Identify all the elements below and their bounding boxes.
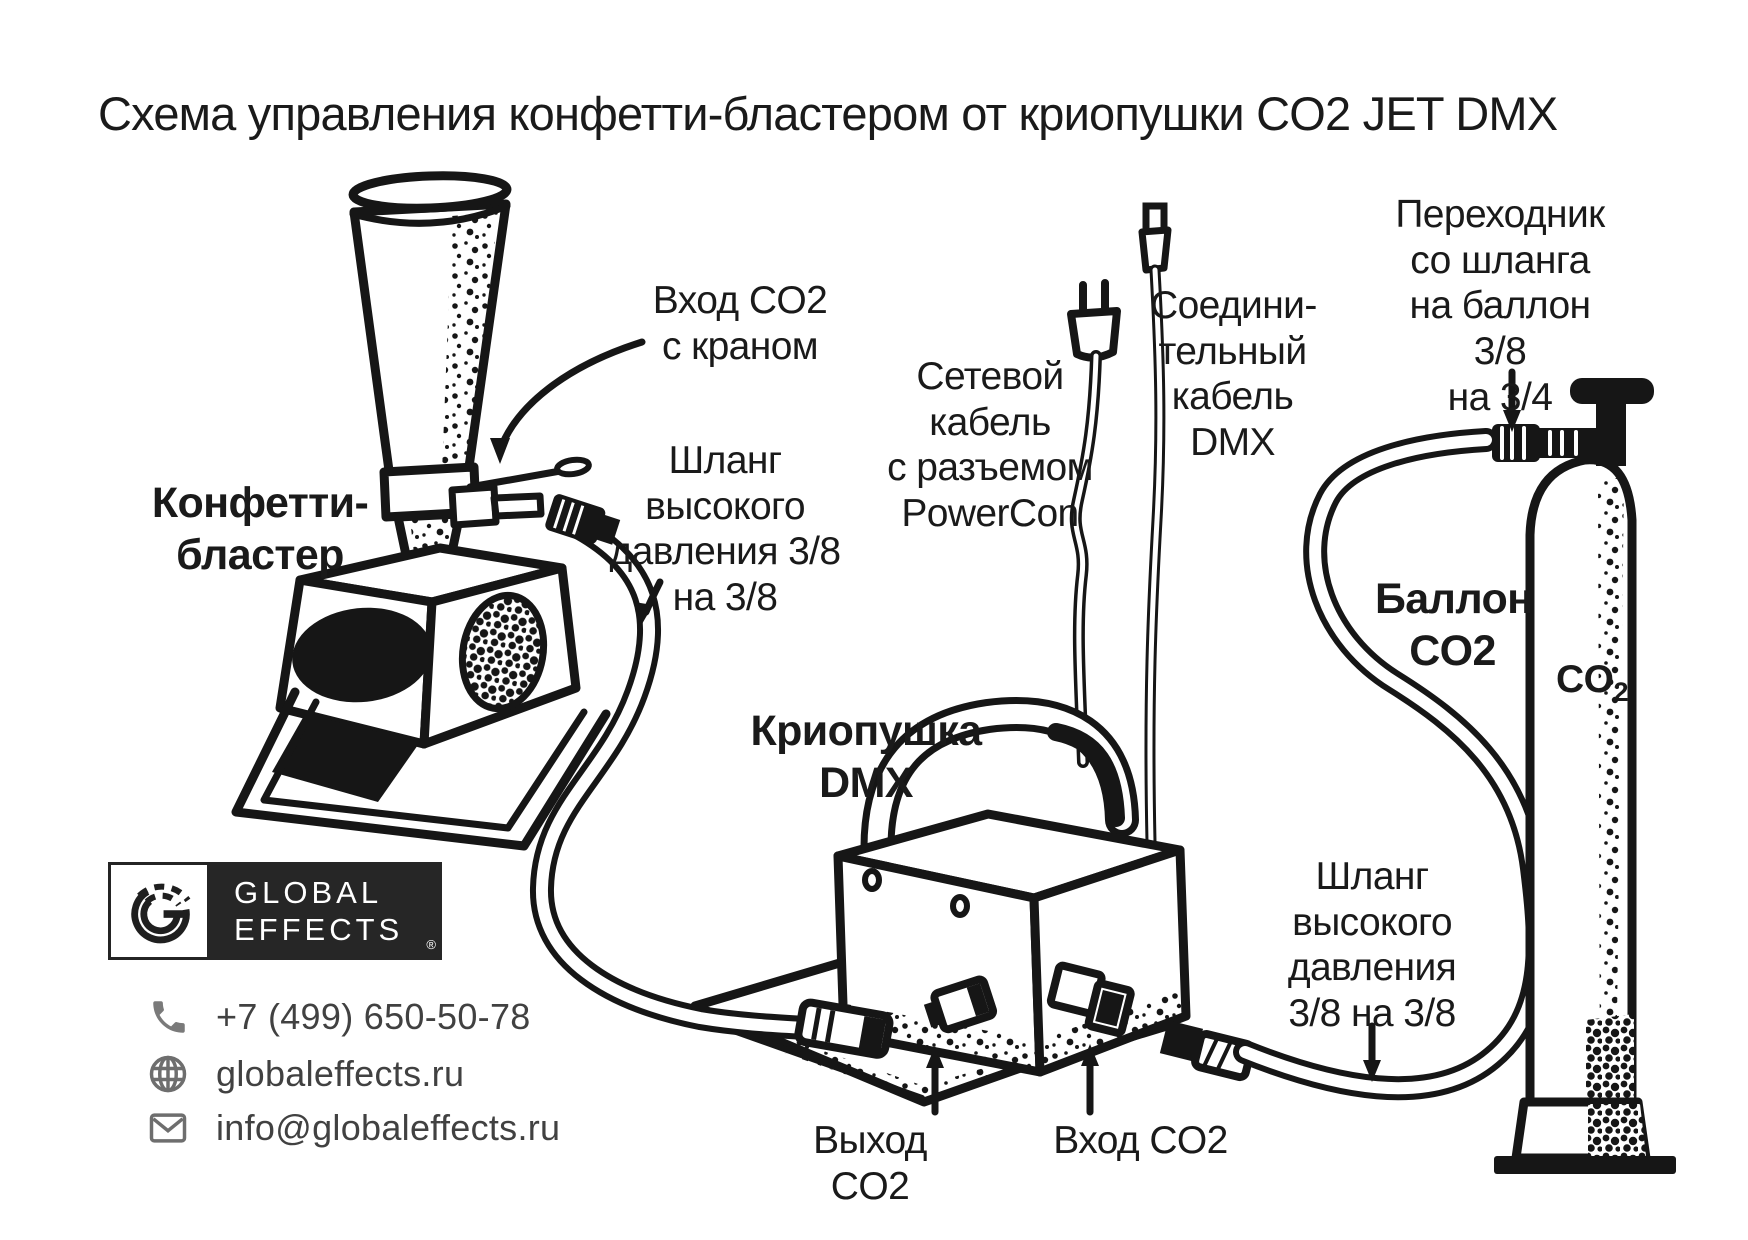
cylinder-co2-marking-sub: 2 — [1613, 677, 1629, 707]
callout-arrows — [490, 338, 1521, 1116]
label-co2-inlet: Вход CO2 — [1053, 1119, 1228, 1162]
label-hose-high-pressure-left: Шланг высокого давления 3/8 на 3/8 — [609, 439, 841, 619]
cylinder-co2-marking: CO2 — [1556, 658, 1629, 708]
phone-icon — [153, 1001, 185, 1033]
registered-trademark: ® — [426, 937, 436, 952]
high-pressure-hose-left — [529, 516, 818, 1040]
contact-phone-row: +7 (499) 650-50-78 — [148, 996, 531, 1038]
label-cryo-gun: Криопушка DMX — [750, 707, 983, 807]
label-hose-high-pressure-right: Шланг высокого давления 3/8 на 3/8 — [1287, 855, 1457, 1035]
logo-g-mark — [108, 862, 210, 960]
label-hose-adapter: Переходник со шланга на баллон 3/8 на 3/… — [1395, 193, 1605, 419]
label-dmx-cable: Соедини- тельный кабель DMX — [1150, 284, 1317, 464]
globe-icon — [149, 1055, 187, 1093]
cryo-outlet-fitting — [923, 975, 998, 1034]
label-co2-cylinder: Баллон CO2 — [1375, 575, 1533, 675]
logo-word-global: GLOBAL — [234, 875, 383, 910]
power-cable-drawing — [1067, 279, 1121, 768]
website-url: globaleffects.ru — [216, 1053, 465, 1094]
label-confetti-blaster: Конфетти- бластер — [151, 479, 369, 579]
cryo-inlet-fitting — [1046, 961, 1135, 1037]
phone-number: +7 (499) 650-50-78 — [216, 996, 531, 1037]
label-co2-inlet-valve: Вход CO2 с краном — [652, 279, 828, 368]
co2-cylinder-drawing — [1492, 378, 1676, 1174]
logo-g-icon — [131, 883, 191, 944]
blaster-hose-fitting — [545, 494, 621, 545]
label-co2-outlet: Выход CO2 — [813, 1119, 927, 1208]
logo-word-effects: EFFECTS — [234, 912, 404, 947]
cryo-hose-connector-left — [794, 998, 894, 1059]
high-pressure-hose-right — [1233, 428, 1550, 1101]
dmx-cable-drawing — [1138, 202, 1172, 848]
global-effects-logo: GLOBAL EFFECTS ® — [108, 862, 442, 960]
email-address: info@globaleffects.ru — [216, 1107, 561, 1148]
contact-email-row: info@globaleffects.ru — [146, 1106, 560, 1150]
envelope-icon — [149, 1113, 187, 1143]
logo-wordmark: GLOBAL EFFECTS ® — [210, 862, 442, 960]
contact-website-row: globaleffects.ru — [146, 1052, 464, 1096]
label-power-cable: Сетевой кабель с разъемом PowerCon — [887, 355, 1093, 535]
page-title: Схема управления конфетти-бластером от к… — [98, 87, 1558, 140]
cylinder-co2-marking-main: CO — [1556, 658, 1614, 701]
confetti-blaster-drawing — [231, 171, 611, 851]
